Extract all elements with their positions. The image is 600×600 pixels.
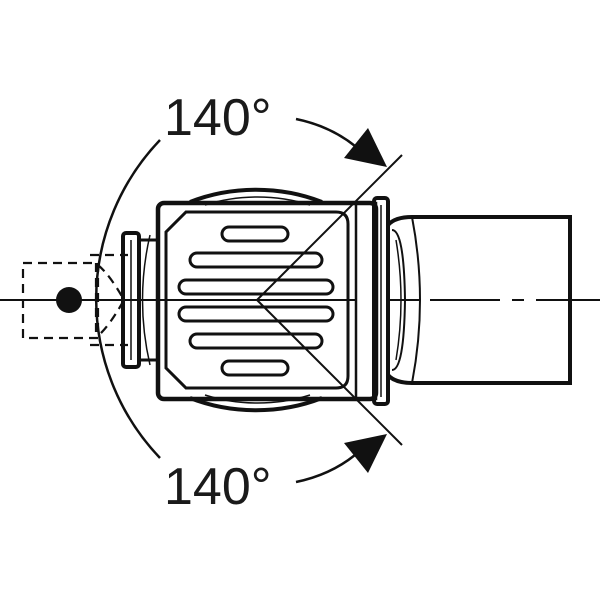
pivot-point — [56, 287, 82, 313]
drain-body-top-arc — [189, 187, 323, 204]
angle-limit-line-bottom — [256, 299, 403, 446]
grate-slots — [177, 225, 335, 377]
left-flange — [121, 231, 158, 369]
rotation-arrow-bottom-shaft — [295, 454, 356, 484]
right-flange — [354, 196, 390, 406]
angle-limit-line-top — [256, 154, 403, 301]
rotation-arrow-top-head — [344, 128, 387, 167]
drain-body-left-arc — [141, 234, 151, 366]
rotation-arrow-bottom-head — [344, 434, 387, 473]
angle-label-top: 140° — [164, 89, 272, 147]
outlet-pipe — [386, 215, 572, 385]
rotation-arrow-top-shaft — [295, 117, 356, 147]
angle-label-bottom: 140° — [164, 458, 272, 516]
grate-plate — [164, 210, 350, 390]
drain-body-bottom-arc — [189, 396, 323, 413]
